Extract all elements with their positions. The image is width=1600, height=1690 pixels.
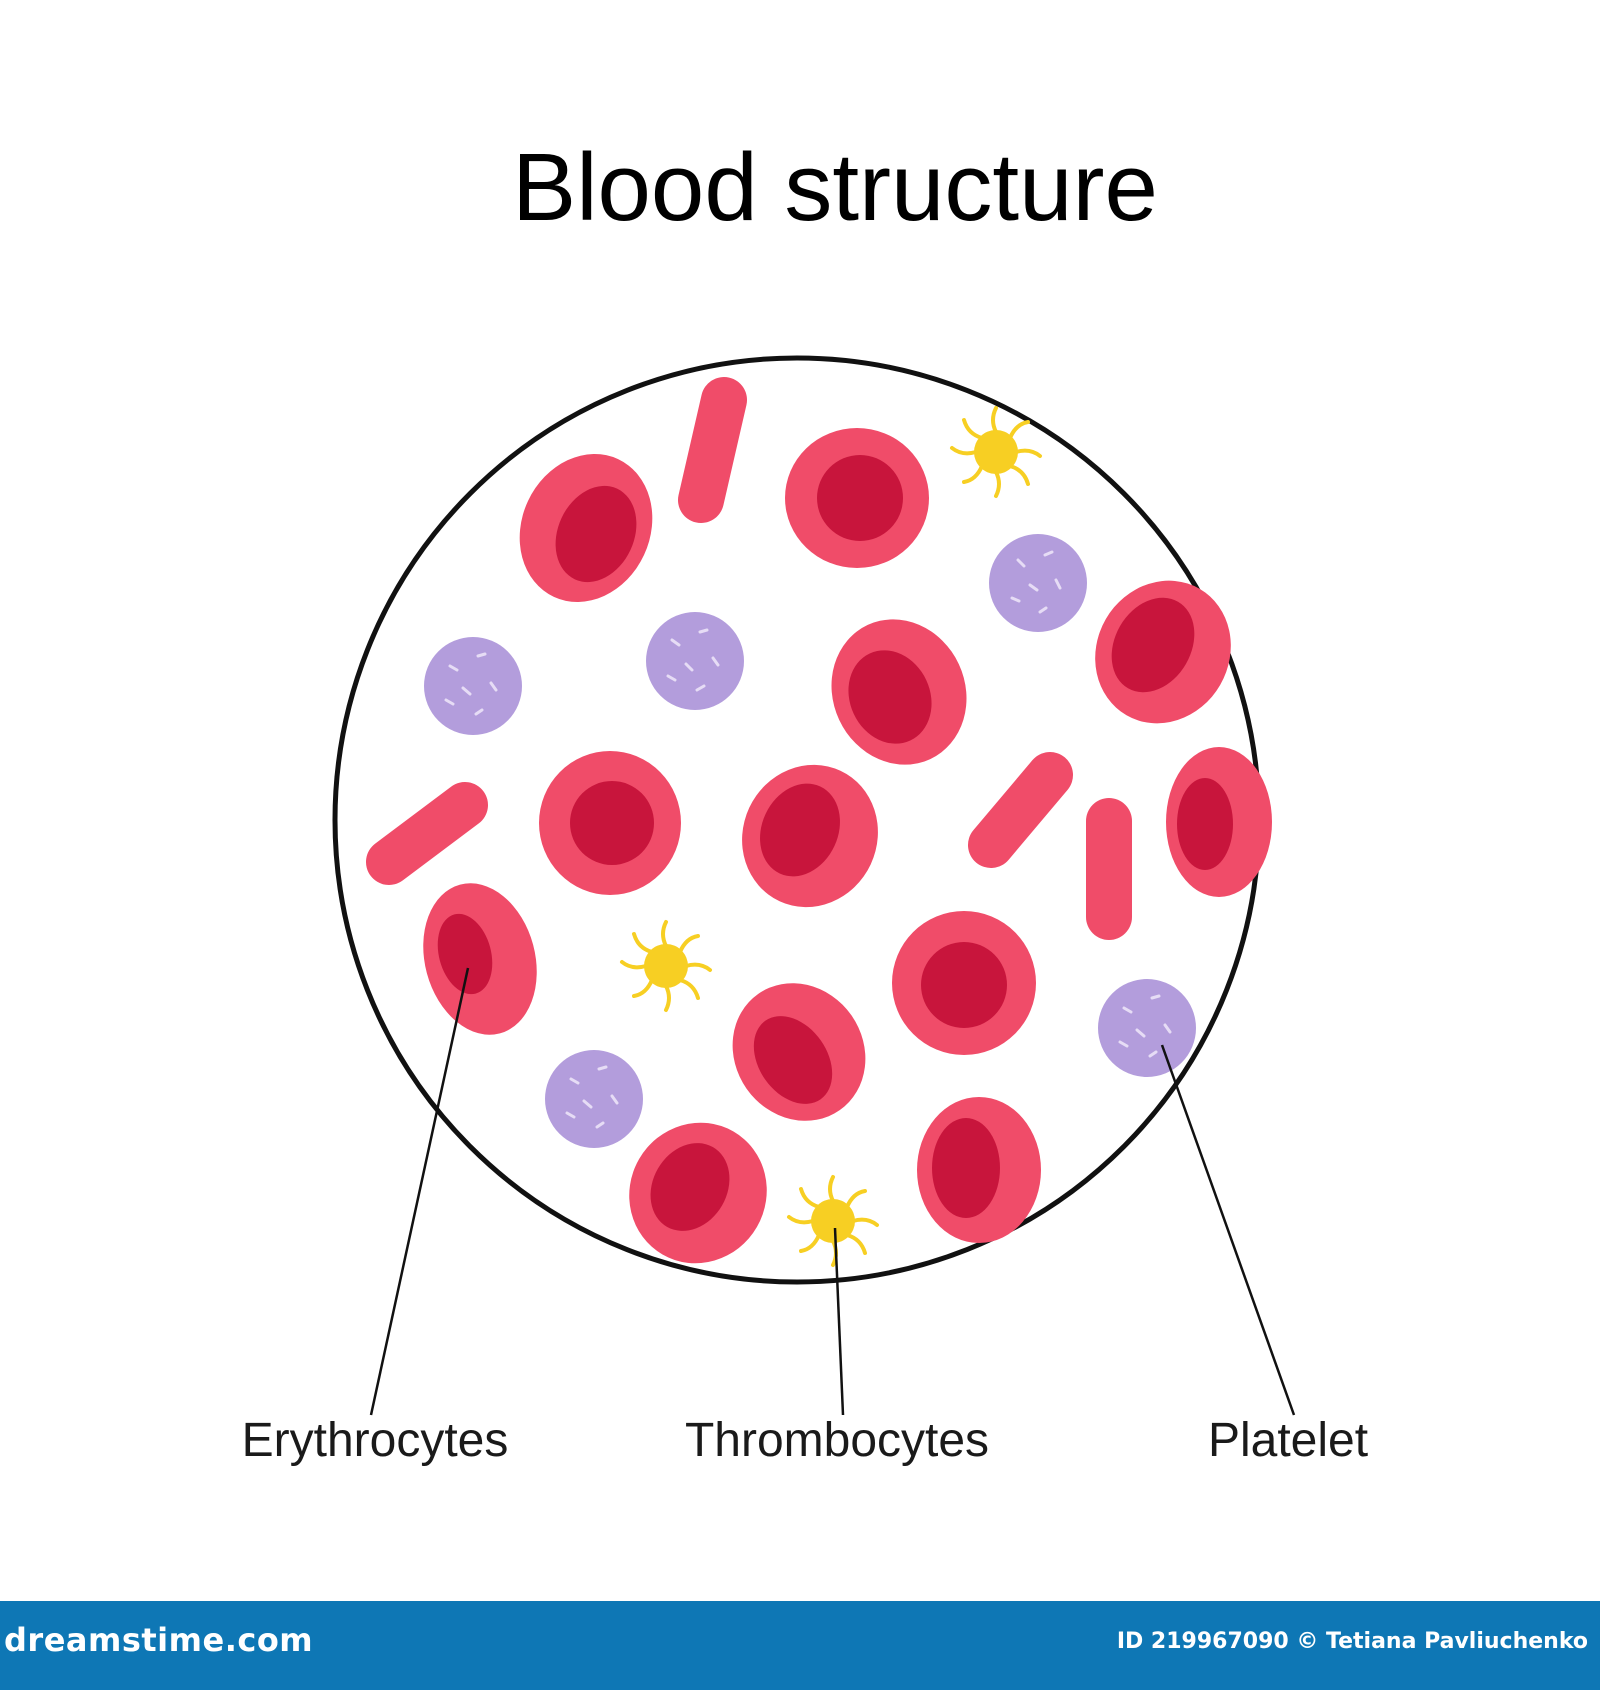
erythrocyte <box>732 983 866 1121</box>
erythrocyte <box>831 619 967 765</box>
erythrocyte <box>917 1097 1041 1243</box>
leukocyte <box>1098 979 1196 1077</box>
erythrocyte-side-view <box>968 752 1073 868</box>
erythrocyte <box>742 764 878 908</box>
platelet-leader-line <box>1160 1044 1296 1416</box>
erythrocyte <box>1166 747 1272 897</box>
leukocyte <box>545 1050 643 1148</box>
erythrocyte <box>629 1122 767 1264</box>
erythrocyte <box>539 751 681 895</box>
erythrocyte-side-view <box>678 377 747 523</box>
thrombocyte <box>787 1175 879 1267</box>
erythrocyte-side-view <box>366 782 488 885</box>
watermark-footer-bar: dreamstime.com ID 219967090 © Tetiana Pa… <box>0 1601 1600 1690</box>
erythrocyte <box>892 911 1036 1055</box>
erythrocyte <box>785 428 929 568</box>
erythrocyte <box>1095 580 1231 724</box>
blood-structure-diagram: Blood structure Erythrocytes Thrombocyte… <box>242 134 1368 1467</box>
leukocyte <box>424 637 522 735</box>
erythrocyte <box>519 454 653 602</box>
erythrocytes-leader-line <box>369 967 470 1416</box>
diagram-area: Blood structure Erythrocytes Thrombocyte… <box>242 134 1368 1467</box>
label-platelet: Platelet <box>1208 1414 1368 1467</box>
site-logo: dreamstime.com <box>4 1621 314 1659</box>
leukocyte <box>646 612 744 710</box>
thrombocyte <box>950 406 1042 498</box>
erythrocyte <box>423 883 537 1035</box>
page-title: Blood structure <box>512 134 1158 241</box>
image-credit: ID 219967090 © Tetiana Pavliuchenko <box>1116 1629 1588 1654</box>
label-erythrocytes: Erythrocytes <box>242 1414 509 1467</box>
leukocyte <box>989 534 1087 632</box>
thrombocyte <box>620 920 712 1012</box>
label-thrombocytes: Thrombocytes <box>685 1414 989 1467</box>
thrombocytes-leader-line <box>833 1227 845 1416</box>
